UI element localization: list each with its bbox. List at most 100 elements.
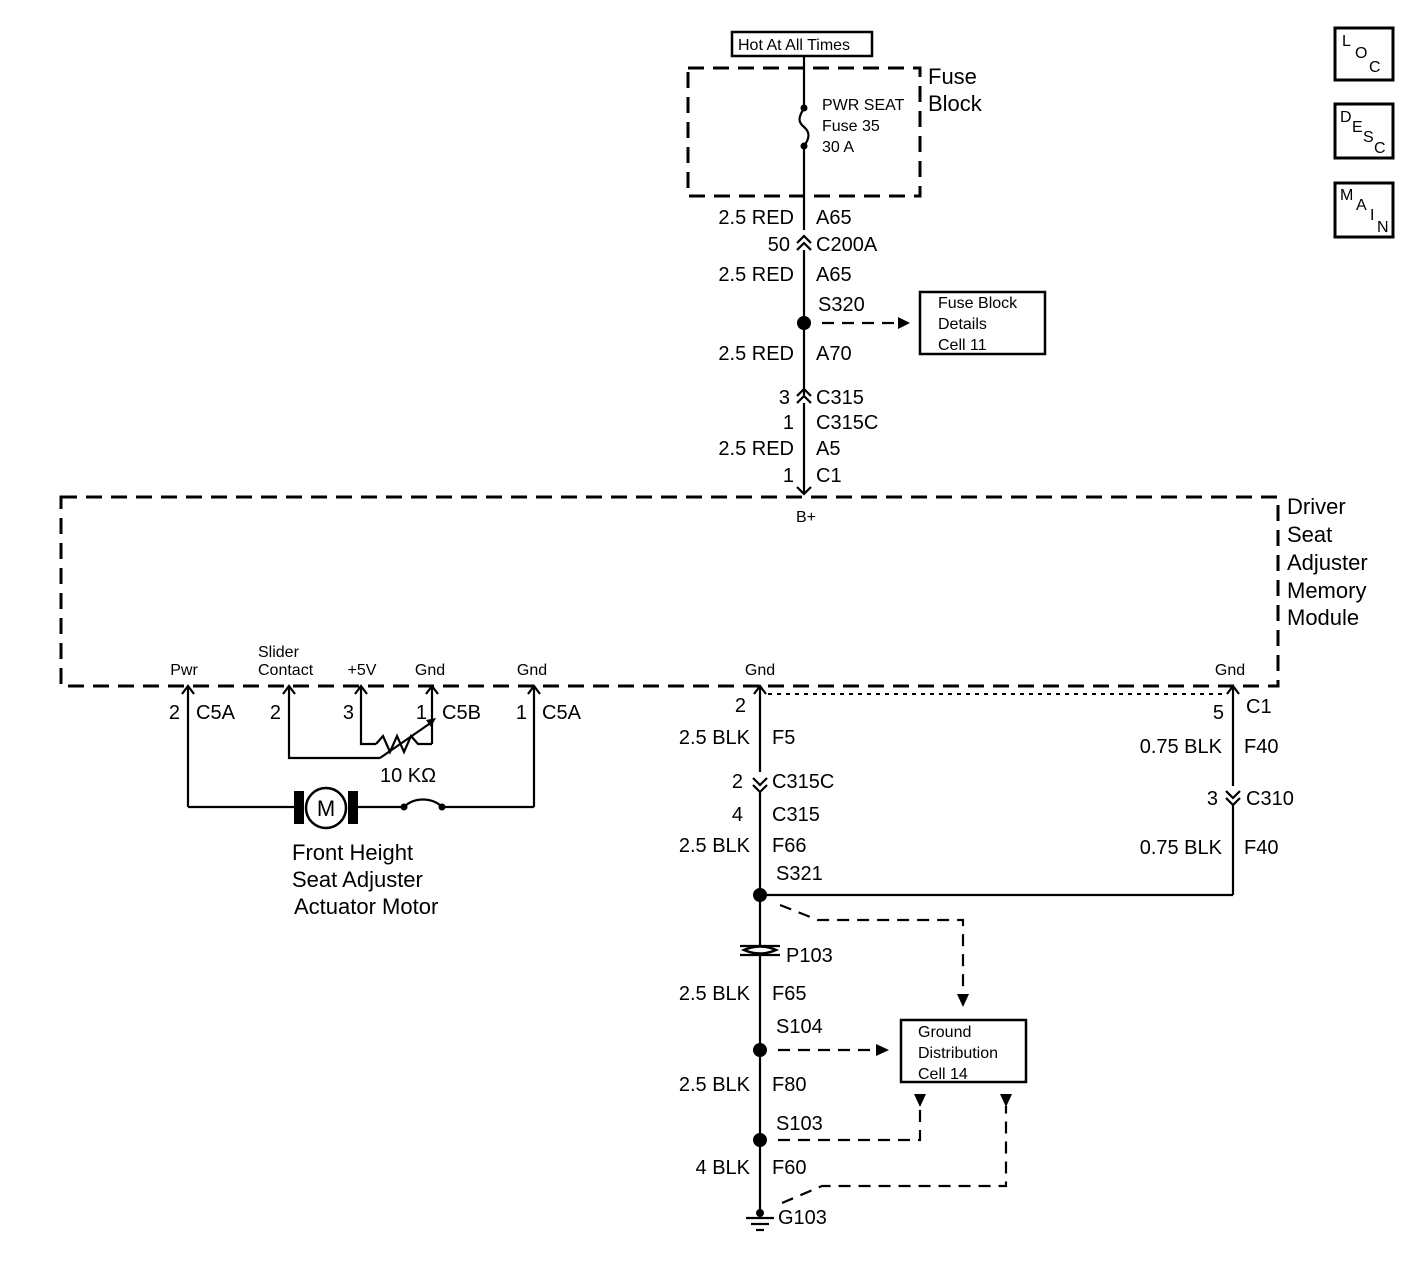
fuse-rating: 30 A <box>822 139 854 156</box>
main-letter-m: M <box>1340 187 1353 204</box>
splice-label: S103 <box>776 1113 823 1135</box>
connector-name: C315C <box>816 412 878 434</box>
circuit-label: A65 <box>816 264 852 286</box>
desc-letter-c: C <box>1374 140 1386 157</box>
motor-label-line: Front Height <box>292 840 413 865</box>
desc-letter-s: S <box>1363 129 1374 146</box>
pin-label-gnd: Gnd <box>745 662 775 679</box>
pin-label-slider: Slider <box>258 644 300 661</box>
ground-label: G103 <box>778 1207 827 1229</box>
connector-name: C315C <box>772 771 834 793</box>
motor-symbol <box>304 786 348 830</box>
connector-name: C5A <box>542 702 582 724</box>
wire-label: 0.75 BLK <box>1140 837 1223 859</box>
wire-label: 2.5 BLK <box>679 835 751 857</box>
connector-name: C5B <box>442 702 481 724</box>
main-letter-i: I <box>1370 207 1374 224</box>
pin-label-5v: +5V <box>348 662 377 679</box>
circuit-label: F40 <box>1244 736 1278 758</box>
connector-name: C1 <box>816 465 842 487</box>
circuit-label: F65 <box>772 983 806 1005</box>
main-letter-n: N <box>1377 219 1389 236</box>
splice-label: S104 <box>776 1016 823 1038</box>
loc-letter-c: C <box>1369 59 1381 76</box>
fuse-block-details-link[interactable] <box>918 290 1047 356</box>
ref-text: Distribution <box>918 1045 998 1062</box>
connector-pin: 4 <box>732 804 743 826</box>
wire-label: 2.5 BLK <box>679 983 751 1005</box>
fuse-block-label-2: Block <box>928 91 983 116</box>
module-name-line: Adjuster <box>1287 550 1368 575</box>
pin-label-gnd: Gnd <box>1215 662 1245 679</box>
ref-text: Ground <box>918 1024 971 1041</box>
module-name-line: Driver <box>1287 494 1346 519</box>
desc-letter-d: D <box>1340 109 1352 126</box>
connector-pin: 2 <box>732 771 743 793</box>
connector-pin: 1 <box>783 412 794 434</box>
wire-label: 2.5 RED <box>718 264 794 286</box>
fuse-symbol <box>798 107 810 147</box>
hot-at-all-times-label: Hot At All Times <box>738 37 850 54</box>
pin-label-contact: Contact <box>258 662 314 679</box>
fuse-block-label-1: Fuse <box>928 64 977 89</box>
main-letter-a: A <box>1356 197 1367 214</box>
circuit-label: A65 <box>816 207 852 229</box>
loc-button[interactable]: L O C <box>1333 26 1395 82</box>
wire-label: 4 BLK <box>696 1157 751 1179</box>
motor-label-line: Seat Adjuster <box>292 867 423 892</box>
memory-module-outline <box>59 495 1280 688</box>
resistor-value: 10 KΩ <box>380 765 436 787</box>
ref-text: Fuse Block <box>938 295 1018 312</box>
module-name-line: Module <box>1287 605 1359 630</box>
wire-label: 2.5 RED <box>718 343 794 365</box>
circuit-label: A5 <box>816 438 840 460</box>
circuit-label: F40 <box>1244 837 1278 859</box>
circuit-label: F60 <box>772 1157 806 1179</box>
wire-label: 0.75 BLK <box>1140 736 1223 758</box>
connector-name: C315 <box>816 387 864 409</box>
connector-name: C200A <box>816 234 878 256</box>
splice-s103 <box>753 1133 767 1147</box>
fuse-number: Fuse 35 <box>822 118 880 135</box>
connector-symbol <box>1225 790 1241 807</box>
ref-text: Cell 11 <box>938 337 987 354</box>
connector-pin: 1 <box>416 702 427 724</box>
hot-at-all-times-box <box>730 30 874 58</box>
connector-pin: 2 <box>735 695 746 717</box>
wire-label: 2.5 BLK <box>679 1074 751 1096</box>
terminal-b-plus: B+ <box>796 509 816 526</box>
motor-label-line: Actuator Motor <box>294 894 438 919</box>
connector-pin: 1 <box>516 702 527 724</box>
connector-symbol <box>796 387 812 404</box>
connector-pin: 50 <box>768 234 790 256</box>
pin-label-gnd: Gnd <box>517 662 547 679</box>
pin-label-pwr: Pwr <box>170 662 198 679</box>
wire-label: 2.5 BLK <box>679 727 751 749</box>
wire-label: 2.5 RED <box>718 438 794 460</box>
circuit-label: F80 <box>772 1074 806 1096</box>
main-button[interactable]: M A I N <box>1333 181 1395 239</box>
wire-label: 2.5 RED <box>718 207 794 229</box>
connector-pin: 1 <box>783 465 794 487</box>
connector-name: C315 <box>772 804 820 826</box>
circuit-label: F5 <box>772 727 795 749</box>
circuit-breaker-symbol <box>403 798 443 808</box>
resistor-symbol <box>375 733 432 755</box>
connector-name: C5A <box>196 702 236 724</box>
connector-symbol <box>752 777 768 794</box>
motor-letter: M <box>317 796 335 821</box>
circuit-label: A70 <box>816 343 852 365</box>
ground-distribution-link[interactable] <box>899 1018 1028 1084</box>
connector-pin: 5 <box>1213 702 1224 724</box>
module-name-line: Memory <box>1287 578 1366 603</box>
connector-pin: 2 <box>169 702 180 724</box>
desc-button[interactable]: D E S C <box>1333 102 1395 160</box>
connector-name: C1 <box>1246 696 1272 718</box>
loc-letter-o: O <box>1355 45 1367 62</box>
connector-name: C310 <box>1246 788 1294 810</box>
connector-pin: 2 <box>270 702 281 724</box>
desc-letter-e: E <box>1352 119 1363 136</box>
pass-thru-label: P103 <box>786 945 833 967</box>
splice-s104 <box>753 1043 767 1057</box>
